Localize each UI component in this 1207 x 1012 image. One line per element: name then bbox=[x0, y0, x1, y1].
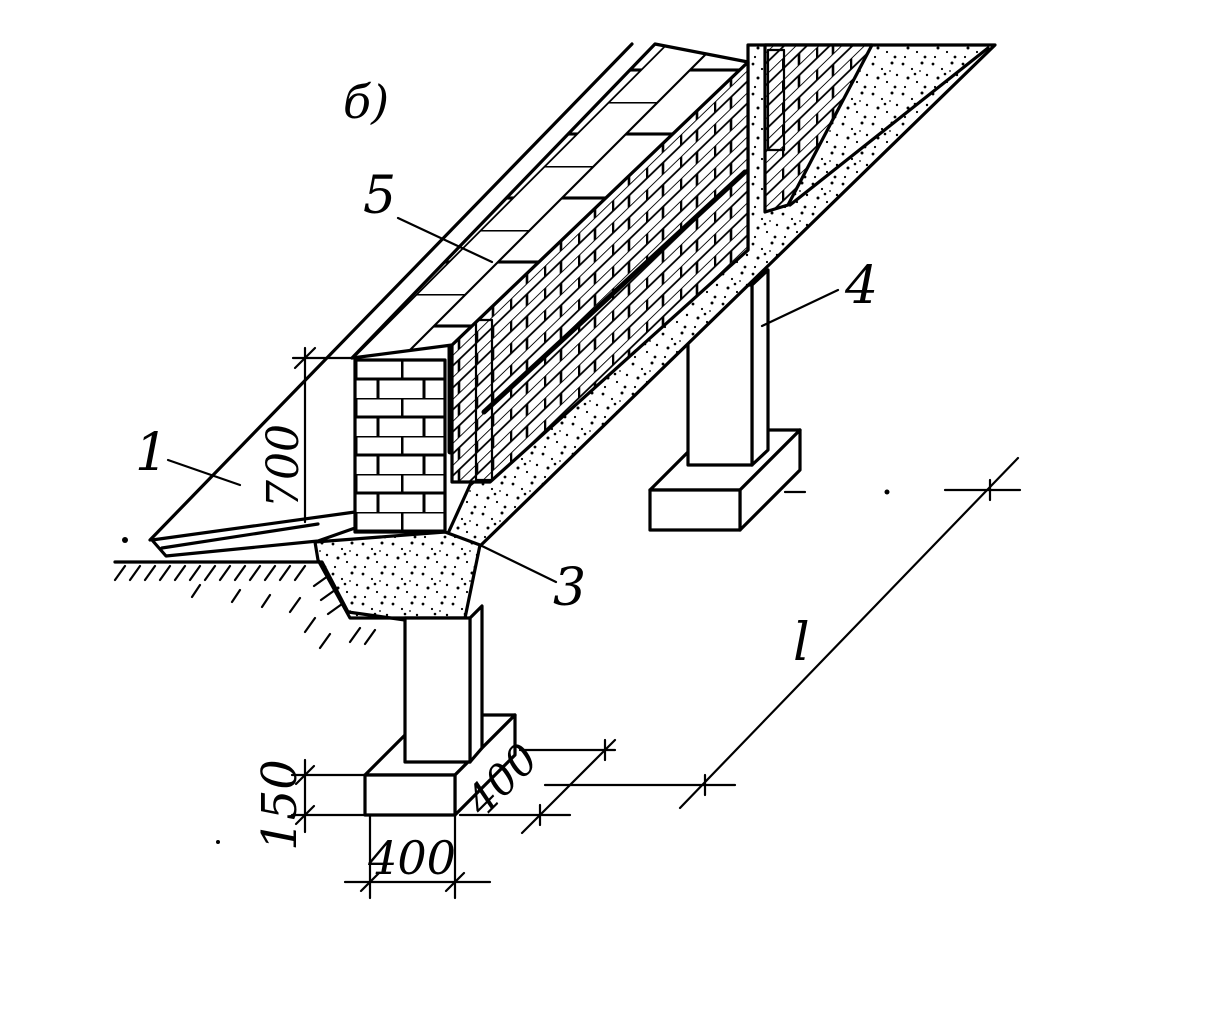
dimension-column-spacing: l bbox=[543, 456, 1022, 810]
soil bbox=[113, 560, 407, 650]
wall-joint-seam bbox=[481, 169, 748, 415]
stray-dot-bottom bbox=[216, 840, 220, 844]
soil-hatching bbox=[113, 564, 377, 650]
blind-area-outer-edge bbox=[148, 42, 634, 542]
dim-150-ticks bbox=[294, 764, 316, 826]
far-column-side bbox=[750, 268, 770, 467]
subfigure-label: б) bbox=[343, 75, 389, 129]
stray-dot-left bbox=[122, 537, 128, 543]
dimension-wall-height: 700 bbox=[258, 346, 357, 524]
dim-150-text: 150 bbox=[252, 759, 308, 851]
wall-top-face bbox=[350, 42, 750, 360]
far-footing-front bbox=[648, 488, 742, 532]
dim-l-ticks bbox=[703, 478, 992, 797]
callout-label-1: 1 bbox=[135, 423, 168, 483]
blind-area bbox=[150, 510, 357, 558]
grade-beam-edge-line bbox=[788, 46, 990, 207]
near-column-side bbox=[468, 604, 484, 764]
cross-wall-face bbox=[763, 43, 874, 214]
dim-400w-text: 400 bbox=[367, 831, 456, 885]
near-footing-front bbox=[363, 773, 457, 817]
dim-400w-ticks bbox=[359, 871, 466, 893]
callout-label-5: 5 bbox=[363, 166, 396, 226]
dim-400d-ticks bbox=[538, 738, 607, 827]
wall-side-end-bricks bbox=[474, 318, 494, 482]
dim-l-text: l bbox=[793, 613, 810, 673]
soil-surface-line bbox=[113, 560, 407, 622]
blind-area-inner-line bbox=[160, 522, 320, 550]
leader-line-4 bbox=[760, 288, 840, 328]
dim-700-text: 700 bbox=[258, 424, 309, 508]
wall-end-face bbox=[353, 358, 447, 534]
dimension-footing-width: 400 bbox=[343, 813, 492, 900]
dim-l-line bbox=[678, 456, 1020, 810]
leader-line-3 bbox=[480, 544, 558, 584]
dim-700-tick bbox=[293, 346, 317, 370]
leader-line-1 bbox=[166, 458, 242, 487]
cross-wall bbox=[763, 43, 874, 214]
stray-dot-middle bbox=[884, 489, 890, 495]
near-column-front bbox=[403, 616, 472, 764]
cross-wall-end-bricks bbox=[766, 48, 786, 152]
callout-label-4: 4 bbox=[844, 256, 878, 316]
dimension-footing-height: 150 bbox=[252, 758, 367, 851]
callout-label-3: 3 bbox=[553, 558, 586, 618]
dim-400d-line bbox=[520, 738, 617, 835]
near-column bbox=[403, 604, 484, 764]
leader-line-5 bbox=[396, 216, 494, 264]
